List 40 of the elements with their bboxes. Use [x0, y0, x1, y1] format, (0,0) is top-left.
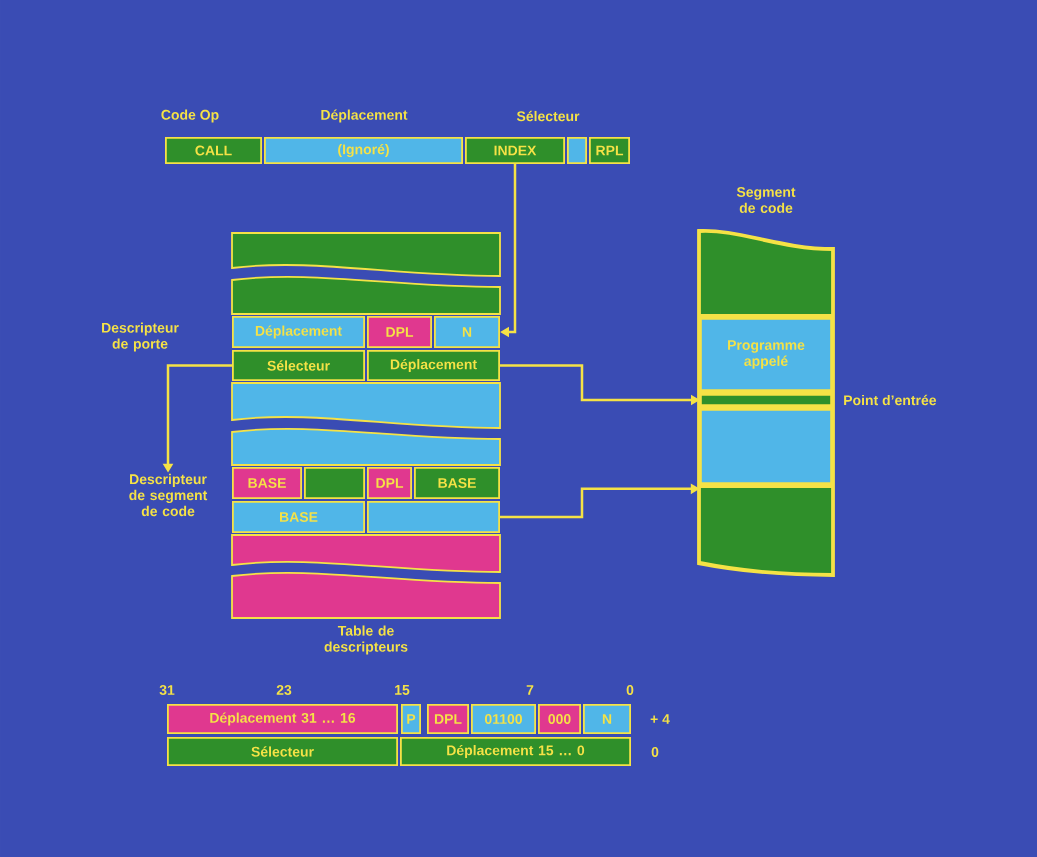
field-cell: Sélecteur: [232, 350, 365, 381]
field-cell: [367, 501, 500, 533]
field-heading: Déplacement: [321, 109, 408, 123]
field-cell: (Ignoré): [264, 137, 463, 164]
field-cell: DPL: [427, 704, 469, 734]
memory-region: [700, 409, 832, 484]
field-cell: Déplacement: [232, 316, 365, 348]
bit-number: 15: [395, 685, 410, 695]
field-cell: N: [434, 316, 500, 348]
entry-point-label: Point d’entrée: [844, 394, 937, 406]
field-cell: Déplacement 31 … 16: [167, 704, 398, 734]
field-cell: [304, 467, 365, 499]
field-cell: 000: [538, 704, 581, 734]
memory-region: [699, 486, 833, 575]
field-cell: N: [583, 704, 631, 734]
field-cell: CALL: [165, 137, 262, 164]
offset-label: 0: [651, 747, 659, 757]
field-cell: INDEX: [465, 137, 565, 164]
bit-number: 31: [159, 685, 175, 695]
field-cell: BASE: [414, 467, 500, 499]
field-heading: Sélecteur: [516, 110, 580, 122]
bit-number: 0: [626, 685, 634, 695]
field-cell: Déplacement 15 … 0: [400, 737, 631, 766]
field-cell: BASE: [232, 501, 365, 533]
field-cell: DPL: [367, 467, 412, 499]
offset-label: + 4: [650, 714, 670, 724]
segment-title: Segment de code: [736, 187, 796, 213]
field-cell: Déplacement: [367, 350, 500, 381]
field-cell: BASE: [232, 467, 302, 499]
field-cell: RPL: [589, 137, 630, 164]
field-cell: 01100: [471, 704, 536, 734]
descriptor-caption: Descripteur de segment de code: [129, 473, 208, 517]
field-cell: DPL: [367, 316, 432, 348]
memory-region: Programme appelé: [700, 318, 832, 391]
field-cell: P: [401, 704, 421, 734]
descriptor-caption: Descripteur de porte: [102, 322, 179, 352]
field-cell: Sélecteur: [167, 737, 398, 766]
field-heading: Code Op: [161, 109, 219, 123]
bit-number: 7: [526, 685, 534, 695]
field-cell: [567, 137, 587, 164]
